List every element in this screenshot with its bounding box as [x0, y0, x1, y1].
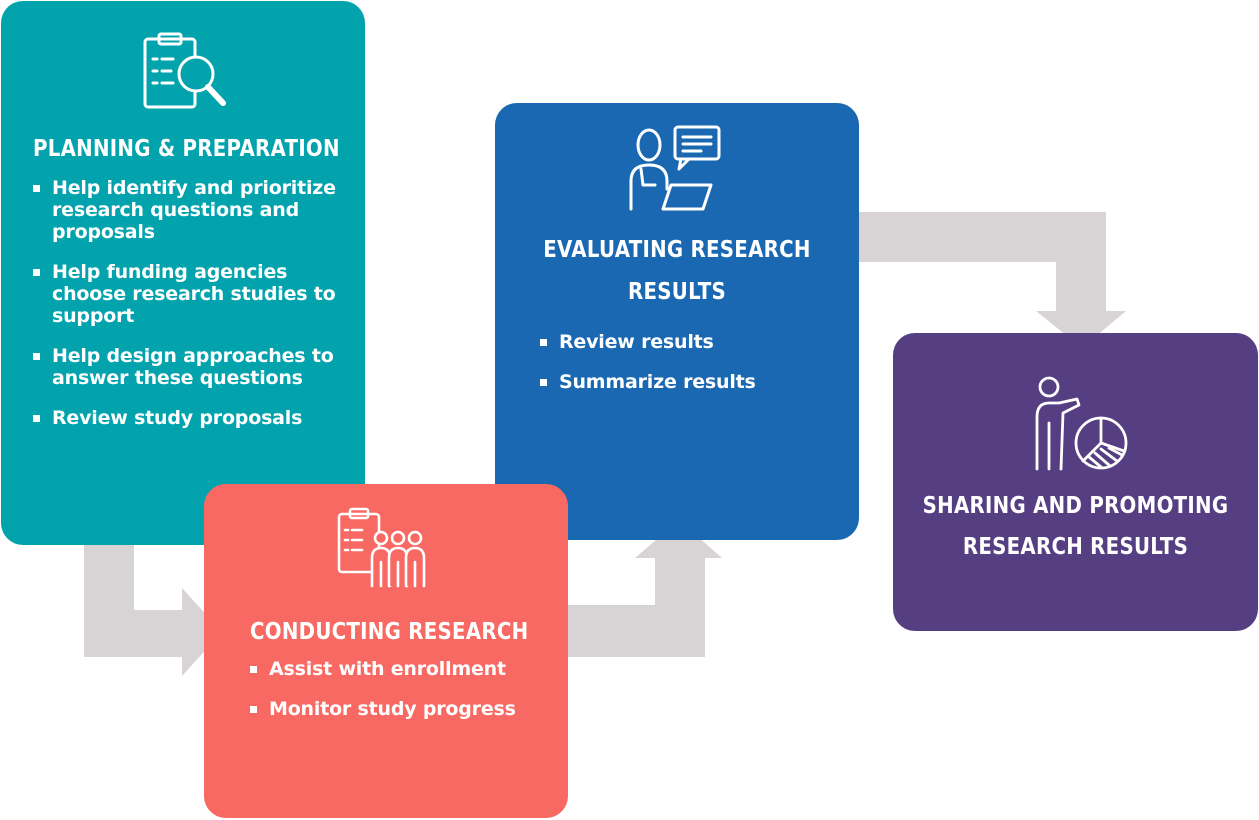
- planning-bullet-3: Help design approaches to answer these q…: [33, 345, 353, 389]
- evaluating-title-line-2: RESULTS: [628, 279, 726, 305]
- evaluating-card: EVALUATING RESEARCH RESULTS Review resul…: [495, 103, 859, 540]
- clipboard-people-icon: [336, 506, 432, 590]
- evaluating-title-line-1: EVALUATING RESEARCH: [543, 237, 811, 263]
- planning-bullet-1: Help identify and prioritize research qu…: [33, 177, 353, 243]
- arrow-conducting-to-evaluating: [568, 520, 722, 657]
- clipboard-magnifier-icon: [141, 31, 231, 111]
- evaluating-bullets: Review results Summarize results: [540, 331, 840, 411]
- planning-bullet-2: Help funding agencies choose research st…: [33, 261, 353, 327]
- evaluating-bullet-1: Review results: [540, 331, 840, 353]
- planning-card: PLANNING & PREPARATION Help identify and…: [1, 1, 365, 545]
- arrow-evaluating-to-sharing: [859, 212, 1126, 348]
- sharing-title-line-1: SHARING AND PROMOTING: [922, 493, 1229, 519]
- arrow-planning-to-conducting: [84, 545, 222, 676]
- conducting-bullets: Assist with enrollment Monitor study pro…: [250, 658, 550, 738]
- presenter-pie-chart-icon: [1029, 373, 1129, 473]
- evaluating-bullet-2: Summarize results: [540, 371, 840, 393]
- sharing-card: SHARING AND PROMOTING RESEARCH RESULTS: [893, 333, 1258, 631]
- planning-bullets: Help identify and prioritize research qu…: [33, 177, 353, 447]
- conducting-card: CONDUCTING RESEARCH Assist with enrollme…: [204, 484, 568, 818]
- person-laptop-speech-icon: [627, 125, 723, 215]
- conducting-bullet-1: Assist with enrollment: [250, 658, 550, 680]
- sharing-title-line-2: RESEARCH RESULTS: [962, 534, 1189, 560]
- planning-title: PLANNING & PREPARATION: [33, 136, 340, 162]
- planning-bullet-4: Review study proposals: [33, 407, 353, 429]
- conducting-bullet-2: Monitor study progress: [250, 698, 550, 720]
- conducting-title: CONDUCTING RESEARCH: [250, 619, 529, 645]
